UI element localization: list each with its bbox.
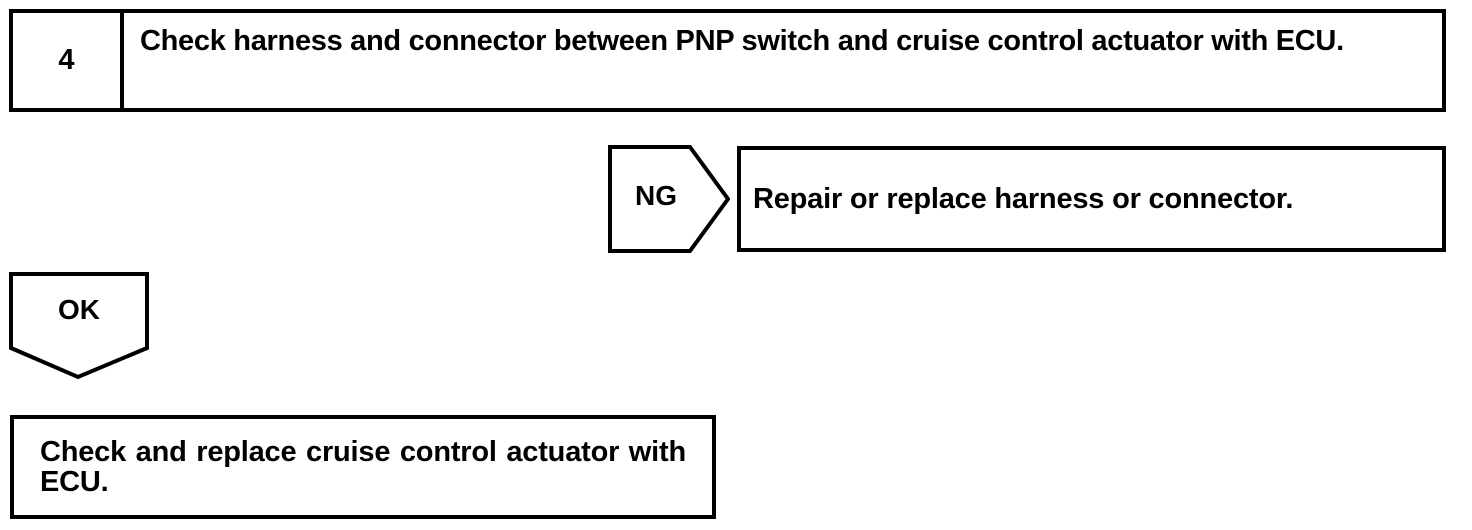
ok-branch-label: OK [58, 294, 100, 325]
step-number: 4 [58, 44, 75, 76]
step-header-box: 4 Check harness and connector between PN… [9, 9, 1446, 112]
ok-result-box: Check and replace cruise control actuato… [10, 415, 716, 519]
step-instruction-cell: Check harness and connector between PNP … [124, 13, 1442, 108]
ok-result-text: Check and replace cruise control actuato… [40, 436, 686, 499]
ng-pentagon-shape [608, 145, 730, 253]
ng-branch-pentagon [608, 145, 730, 253]
ng-branch-label: NG [635, 180, 677, 211]
step-number-cell: 4 [13, 13, 124, 108]
ng-result-box: Repair or replace harness or connector. [737, 146, 1446, 252]
ok-branch-pentagon [9, 272, 149, 380]
step-instruction-text: Check harness and connector between PNP … [140, 25, 1344, 57]
ng-result-text: Repair or replace harness or connector. [753, 182, 1294, 215]
ok-pentagon-shape [9, 272, 149, 380]
